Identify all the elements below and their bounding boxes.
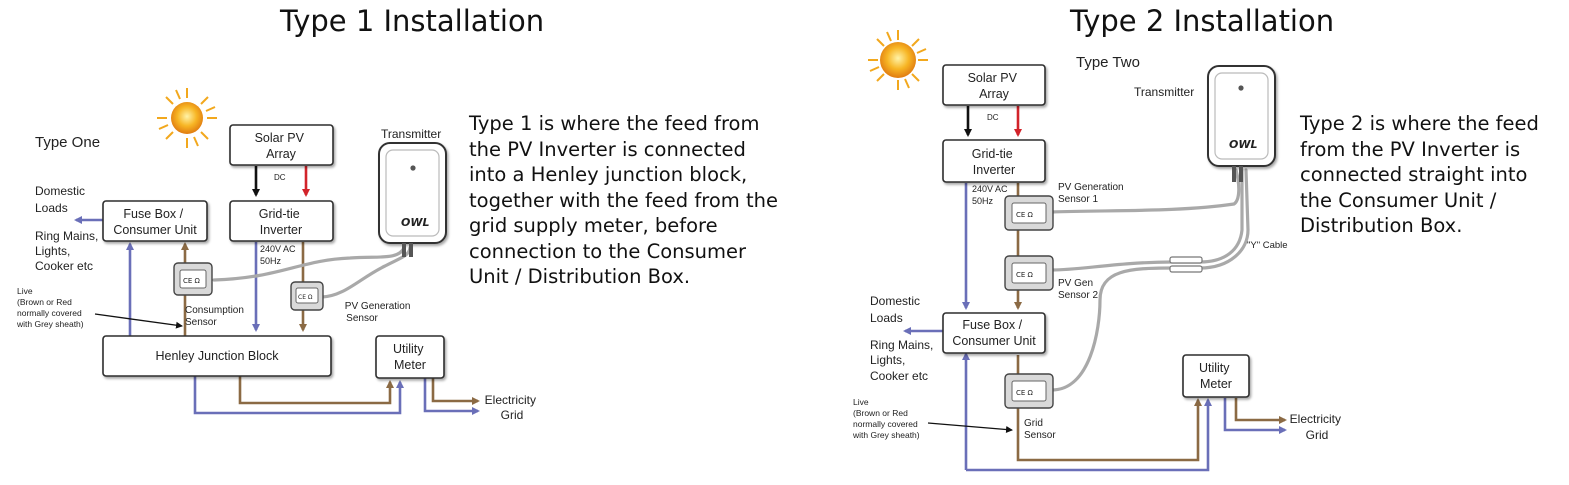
type1-description-line: Unit / Distribution Box.: [469, 265, 691, 288]
henley-junction-block: Henley Junction Block: [156, 349, 280, 363]
sun-icon: [868, 30, 928, 90]
ac-label: 240V AC 50Hz: [260, 244, 298, 266]
sun-icon: [157, 88, 217, 148]
pv-generation-sensor-2-label: PV Gen Sensor 2: [1058, 278, 1098, 301]
svg-text:CE Ω: CE Ω: [298, 294, 313, 301]
ring-mains-label: Ring Mains, Lights, Cooker etc: [35, 229, 102, 273]
consumption-sensor-icon: CE Ω: [173, 262, 213, 296]
svg-text:CE Ω: CE Ω: [1016, 211, 1034, 219]
domestic-loads-label: Domestic Loads: [35, 184, 88, 215]
solar-pv-array-box: Solar PV Array: [968, 71, 1021, 101]
live-label: Live (Brown or Red normally covered with…: [16, 286, 84, 329]
type1-heading: Type One: [35, 134, 100, 151]
transmitter-device: OWL: [1207, 65, 1276, 182]
live-label: Live (Brown or Red normally covered with…: [852, 397, 920, 440]
owl-logo: OWL: [1229, 138, 1258, 151]
inverter-box: Grid-tie Inverter: [259, 207, 303, 237]
solar-pv-array-box: Solar PV Array: [255, 131, 308, 161]
y-cable-label: "Y" Cable: [1247, 240, 1288, 251]
domestic-loads-label: Domestic Loads: [870, 294, 923, 325]
fuse-box: Fuse Box / Consumer Unit: [113, 207, 197, 237]
type1-description-line: grid supply meter, before: [469, 214, 718, 237]
ac-label: 240V AC 50Hz: [972, 184, 1010, 206]
pv-generation-sensor-label: PV Generation Sensor: [345, 301, 413, 324]
dc-label: DC: [987, 113, 999, 122]
type1-description-line: the PV Inverter is connected: [469, 137, 746, 161]
pv-generation-sensor-icon: CE Ω: [290, 281, 324, 311]
type2-description-line: from the PV Inverter is: [1300, 137, 1521, 161]
type2-diagram: Type Two: [852, 30, 1345, 472]
type2-description-line: Type 2 is where the feed: [1300, 112, 1539, 135]
ring-mains-label: Ring Mains, Lights, Cooker etc: [870, 338, 937, 383]
pv-generation-sensor-1-icon: CE Ω: [1004, 195, 1054, 231]
transmitter-label: Transmitter: [1134, 85, 1194, 99]
utility-meter-box: Utility Meter: [1199, 361, 1233, 391]
type1-description-line: Type 1 is where the feed from: [469, 112, 760, 135]
electricity-grid-label: Electricity Grid: [1290, 412, 1345, 442]
grid-sensor-icon: CE Ω: [1004, 373, 1054, 409]
svg-text:CE Ω: CE Ω: [1016, 271, 1034, 279]
svg-text:CE Ω: CE Ω: [183, 277, 201, 285]
fuse-box: Fuse Box / Consumer Unit: [952, 318, 1036, 348]
type2-description-line: connected straight into: [1300, 163, 1528, 186]
utility-meter-box: Utility Meter: [393, 342, 427, 372]
transmitter-label: Transmitter: [381, 127, 441, 141]
dc-label: DC: [274, 173, 286, 182]
consumption-sensor-label: Consumption Sensor: [185, 305, 247, 328]
type2-heading: Type Two: [1076, 54, 1140, 71]
pv-generation-sensor-2-icon: CE Ω: [1004, 255, 1054, 291]
owl-logo: OWL: [401, 216, 430, 229]
type1-description-line: connection to the Consumer: [469, 239, 747, 263]
type2-description-line: the Consumer Unit /: [1300, 188, 1497, 212]
type1-description-line: into a Henley junction block,: [469, 163, 748, 186]
transmitter-device: OWL: [378, 142, 447, 257]
type1-description-line: together with the feed from the: [469, 188, 778, 212]
type2-title: Type 2 Installation: [1070, 4, 1335, 38]
inverter-box: Grid-tie Inverter: [972, 147, 1016, 177]
electricity-grid-label: Electricity Grid: [485, 393, 540, 422]
type1-diagram: Type One: [16, 88, 540, 422]
pv-generation-sensor-1-label: PV Generation Sensor 1: [1058, 182, 1126, 205]
type1-description: Type 1 is where the feed from the PV Inv…: [469, 111, 778, 290]
grid-sensor-label: Grid Sensor: [1024, 418, 1056, 441]
type2-description: Type 2 is where the feed from the PV Inv…: [1300, 111, 1539, 239]
type1-title: Type 1 Installation: [280, 4, 545, 38]
svg-text:CE Ω: CE Ω: [1016, 389, 1034, 397]
y-cable-connector: [1169, 256, 1203, 273]
type2-description-line: Distribution Box.: [1300, 214, 1463, 237]
